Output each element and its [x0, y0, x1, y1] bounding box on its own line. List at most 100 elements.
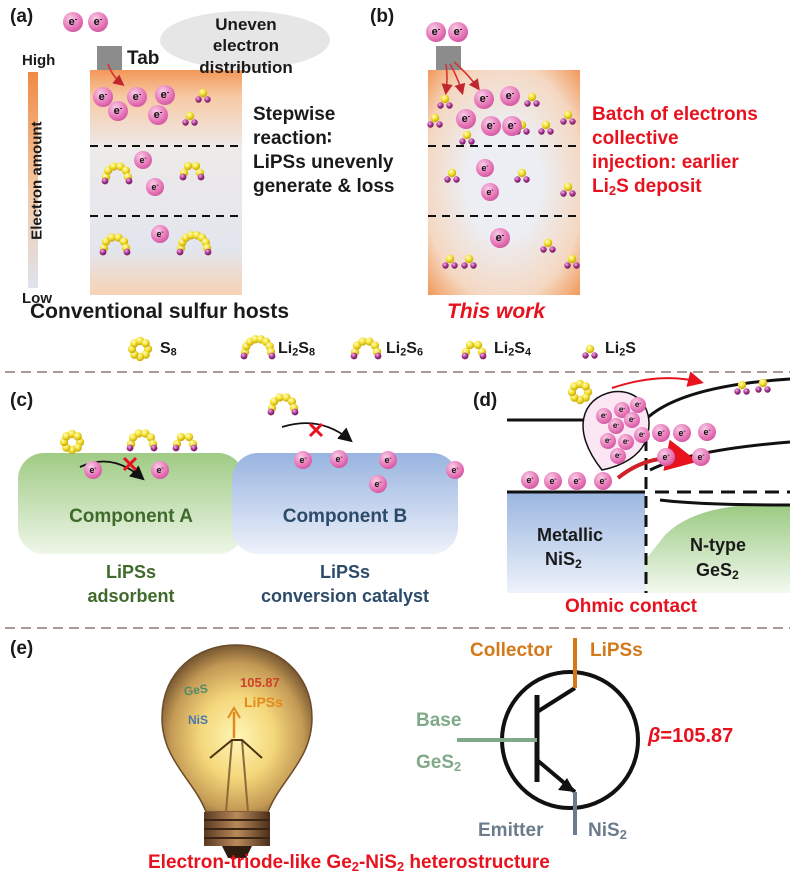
li2s6-molecule	[150, 444, 158, 452]
electron-charge: -	[156, 182, 159, 190]
text-part: S	[406, 340, 417, 357]
electron: e-	[600, 433, 616, 449]
li2s-molecule	[427, 121, 434, 128]
electron-charge: -	[492, 118, 496, 128]
transistor-symbol	[457, 638, 640, 835]
electron-charge: -	[159, 107, 163, 117]
electron-symbol: e	[299, 455, 305, 465]
electron-symbol: e	[549, 476, 555, 486]
text-part: Li	[278, 340, 293, 357]
legend-label-li2s4: Li2S4	[494, 340, 531, 359]
text-part: S	[625, 340, 636, 357]
li2s8-molecule	[186, 231, 196, 240]
transfer-arrow	[611, 371, 704, 389]
li2s-molecule	[447, 168, 457, 178]
li2s4-molecule	[183, 161, 193, 171]
electron: e-	[426, 22, 446, 42]
electron: e-	[634, 427, 650, 443]
adsorbent-line1: LiPSs	[105, 562, 157, 582]
desc-line: Li2S deposit	[592, 175, 758, 203]
legend-label-li2s6: Li2S6	[386, 340, 423, 359]
electron: e-	[84, 461, 102, 479]
electron-symbol: e	[451, 465, 457, 475]
electron: e-	[618, 434, 634, 450]
electron: e-	[446, 461, 464, 479]
subscript: 2	[396, 859, 405, 875]
li2s-molecule	[582, 352, 589, 359]
desc-line: generate & loss	[253, 176, 395, 197]
bulb-ni-text: NiS	[188, 713, 209, 727]
electron-charge: -	[554, 476, 557, 484]
component-a-label: Component A	[69, 506, 193, 527]
li2s8-molecule	[240, 352, 248, 360]
electron-charge: -	[623, 405, 626, 412]
electron-symbol: e	[599, 476, 605, 486]
electron-symbol: e	[113, 105, 120, 117]
electron-charge: -	[633, 415, 636, 422]
electron: e-	[63, 12, 83, 32]
li2s-molecule	[538, 128, 545, 135]
subscript: 2	[400, 346, 407, 359]
s8-molecule	[141, 339, 150, 348]
electron-symbol: e	[374, 479, 380, 489]
electron-symbol: e	[453, 26, 460, 38]
electron-charge: -	[161, 465, 164, 473]
subscript: 2	[732, 568, 739, 583]
electron: e-	[88, 12, 108, 32]
electron: e-	[146, 178, 164, 196]
subscript: 8	[308, 346, 316, 359]
electron-symbol: e	[461, 113, 468, 125]
electron: e-	[127, 87, 147, 107]
tab-arrow	[453, 61, 480, 91]
li2s6-molecule	[99, 248, 107, 256]
li2s-molecule	[527, 92, 537, 102]
electron-charge: -	[161, 229, 164, 237]
li2s-molecule	[459, 138, 466, 145]
ntype-region	[645, 493, 790, 593]
adsorbent-line2: adsorbent	[87, 586, 175, 606]
li2s-molecule	[563, 182, 573, 192]
li2s-molecule	[543, 238, 553, 248]
electron-charge: -	[166, 87, 170, 97]
electron: e-	[481, 116, 501, 136]
text-part: Li	[386, 340, 401, 357]
electron-charge: -	[501, 230, 505, 240]
electron-charge: -	[578, 476, 581, 484]
s8-molecule	[73, 432, 82, 441]
bottom-caption: Electron-triode-like Ge2-NiS2 heterostru…	[148, 852, 550, 875]
li2s-molecule	[573, 262, 580, 269]
li2s6-molecule	[275, 393, 284, 402]
emitter-value: NiS2	[588, 820, 627, 843]
electron: e-	[448, 22, 468, 42]
electron-charge: -	[619, 451, 622, 458]
electron: e-	[379, 451, 397, 469]
li2s-molecule	[446, 102, 453, 109]
li2s-molecule	[569, 190, 576, 197]
li2s4-molecule	[179, 173, 187, 181]
li2s-molecule	[549, 246, 556, 253]
electron-charge: -	[639, 400, 642, 407]
panel-label-b: (b)	[370, 6, 395, 27]
electron-charge: -	[531, 475, 534, 483]
electron-symbol: e	[505, 90, 512, 102]
electron: e-	[330, 450, 348, 468]
injection-arrow	[616, 439, 698, 480]
li2s-molecule	[567, 254, 577, 264]
ohmic-contact-label: Ohmic contact	[565, 596, 697, 617]
conduction-band	[643, 377, 791, 422]
electron-symbol: e	[600, 411, 606, 420]
electron-charge: -	[119, 103, 123, 113]
li2s8-molecule	[250, 335, 260, 344]
collector-value: LiPSs	[590, 640, 643, 661]
li2s-molecule	[563, 110, 573, 120]
electron-charge: -	[708, 427, 711, 435]
electron: e-	[544, 472, 562, 490]
subscript: 2	[508, 346, 515, 359]
electron-amount-axis	[28, 72, 38, 288]
electron-symbol: e	[622, 437, 628, 446]
electron-charge: -	[467, 111, 471, 121]
conversion-arrow	[281, 422, 353, 443]
text-part: heterostructure	[404, 852, 550, 873]
li2s-molecule	[468, 138, 475, 145]
li2s8-molecule	[176, 248, 184, 256]
